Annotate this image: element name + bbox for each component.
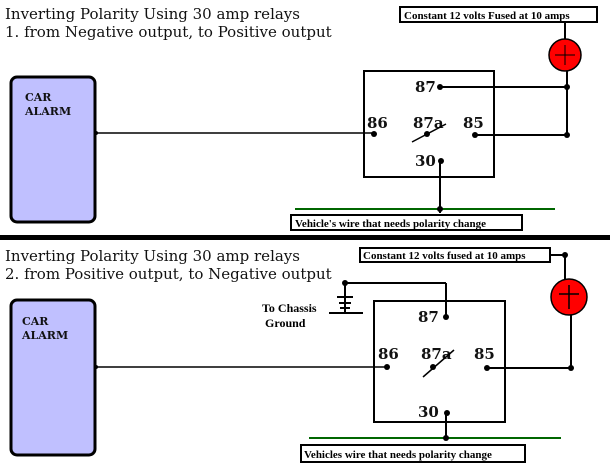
pin-86-terminal [384, 364, 390, 370]
car-alarm-box [9, 298, 97, 457]
pin-86-terminal [371, 131, 377, 137]
diagram-2-subtitle: 2. from Positive output, to Negative out… [5, 265, 332, 283]
vehicle-label-box [290, 214, 523, 231]
junction-dot [564, 84, 570, 90]
vehicle-label: Vehicles wire that needs polarity change [304, 449, 492, 461]
vehicle-label-box [300, 444, 526, 463]
pin-87-label: 87 [418, 308, 439, 326]
pin-30-label: 30 [418, 403, 439, 421]
diagram-2: Inverting Polarity Using 30 amp relays 2… [5, 247, 588, 463]
pin-86-label: 86 [378, 345, 399, 363]
junction-dot [568, 365, 574, 371]
pin-87a-label: 87a [413, 114, 444, 132]
vehicle-wire-junction [437, 206, 443, 212]
diagram-2-title: Inverting Polarity Using 30 amp relays [5, 247, 300, 265]
pin-30-label: 30 [415, 152, 436, 170]
relay-switch-arm [411, 123, 447, 143]
junction-dot [564, 132, 570, 138]
section-divider [0, 235, 610, 240]
vehicle-wire-junction [443, 435, 449, 441]
car-alarm-label-line1: CAR [25, 91, 52, 104]
pin-86-label: 86 [367, 114, 388, 132]
relay-box [373, 300, 506, 423]
pin-87a-terminal [430, 364, 436, 370]
diagram-1: Inverting Polarity Using 30 amp relays 1… [5, 5, 598, 231]
car-alarm-label-line1: CAR [22, 315, 49, 328]
car-alarm-box [9, 75, 97, 224]
vehicle-label: Vehicle's wire that needs polarity chang… [295, 218, 486, 230]
pin-85-label: 85 [474, 345, 495, 363]
fuse-label: Constant 12 volts Fused at 10 amps [404, 10, 570, 22]
car-alarm-label-line2: ALARM [24, 105, 71, 118]
car-alarm-label-line2: ALARM [21, 329, 68, 342]
pin-85-label: 85 [463, 114, 484, 132]
diagram-1-title: Inverting Polarity Using 30 amp relays [5, 5, 300, 23]
pin-87a-label: 87a [421, 345, 452, 363]
pin-87-terminal [443, 314, 449, 320]
ground-label-line1: To Chassis [262, 301, 317, 315]
diagram-1-subtitle: 1. from Negative output, to Positive out… [5, 23, 332, 41]
fuse-label-box [399, 6, 598, 23]
ground-label-line2: Ground [265, 316, 306, 330]
relay-switch-arm [422, 349, 455, 378]
relay-box [363, 70, 495, 178]
pin-87-label: 87 [415, 78, 436, 96]
fuse-label: Constant 12 volts fused at 10 amps [363, 250, 526, 262]
